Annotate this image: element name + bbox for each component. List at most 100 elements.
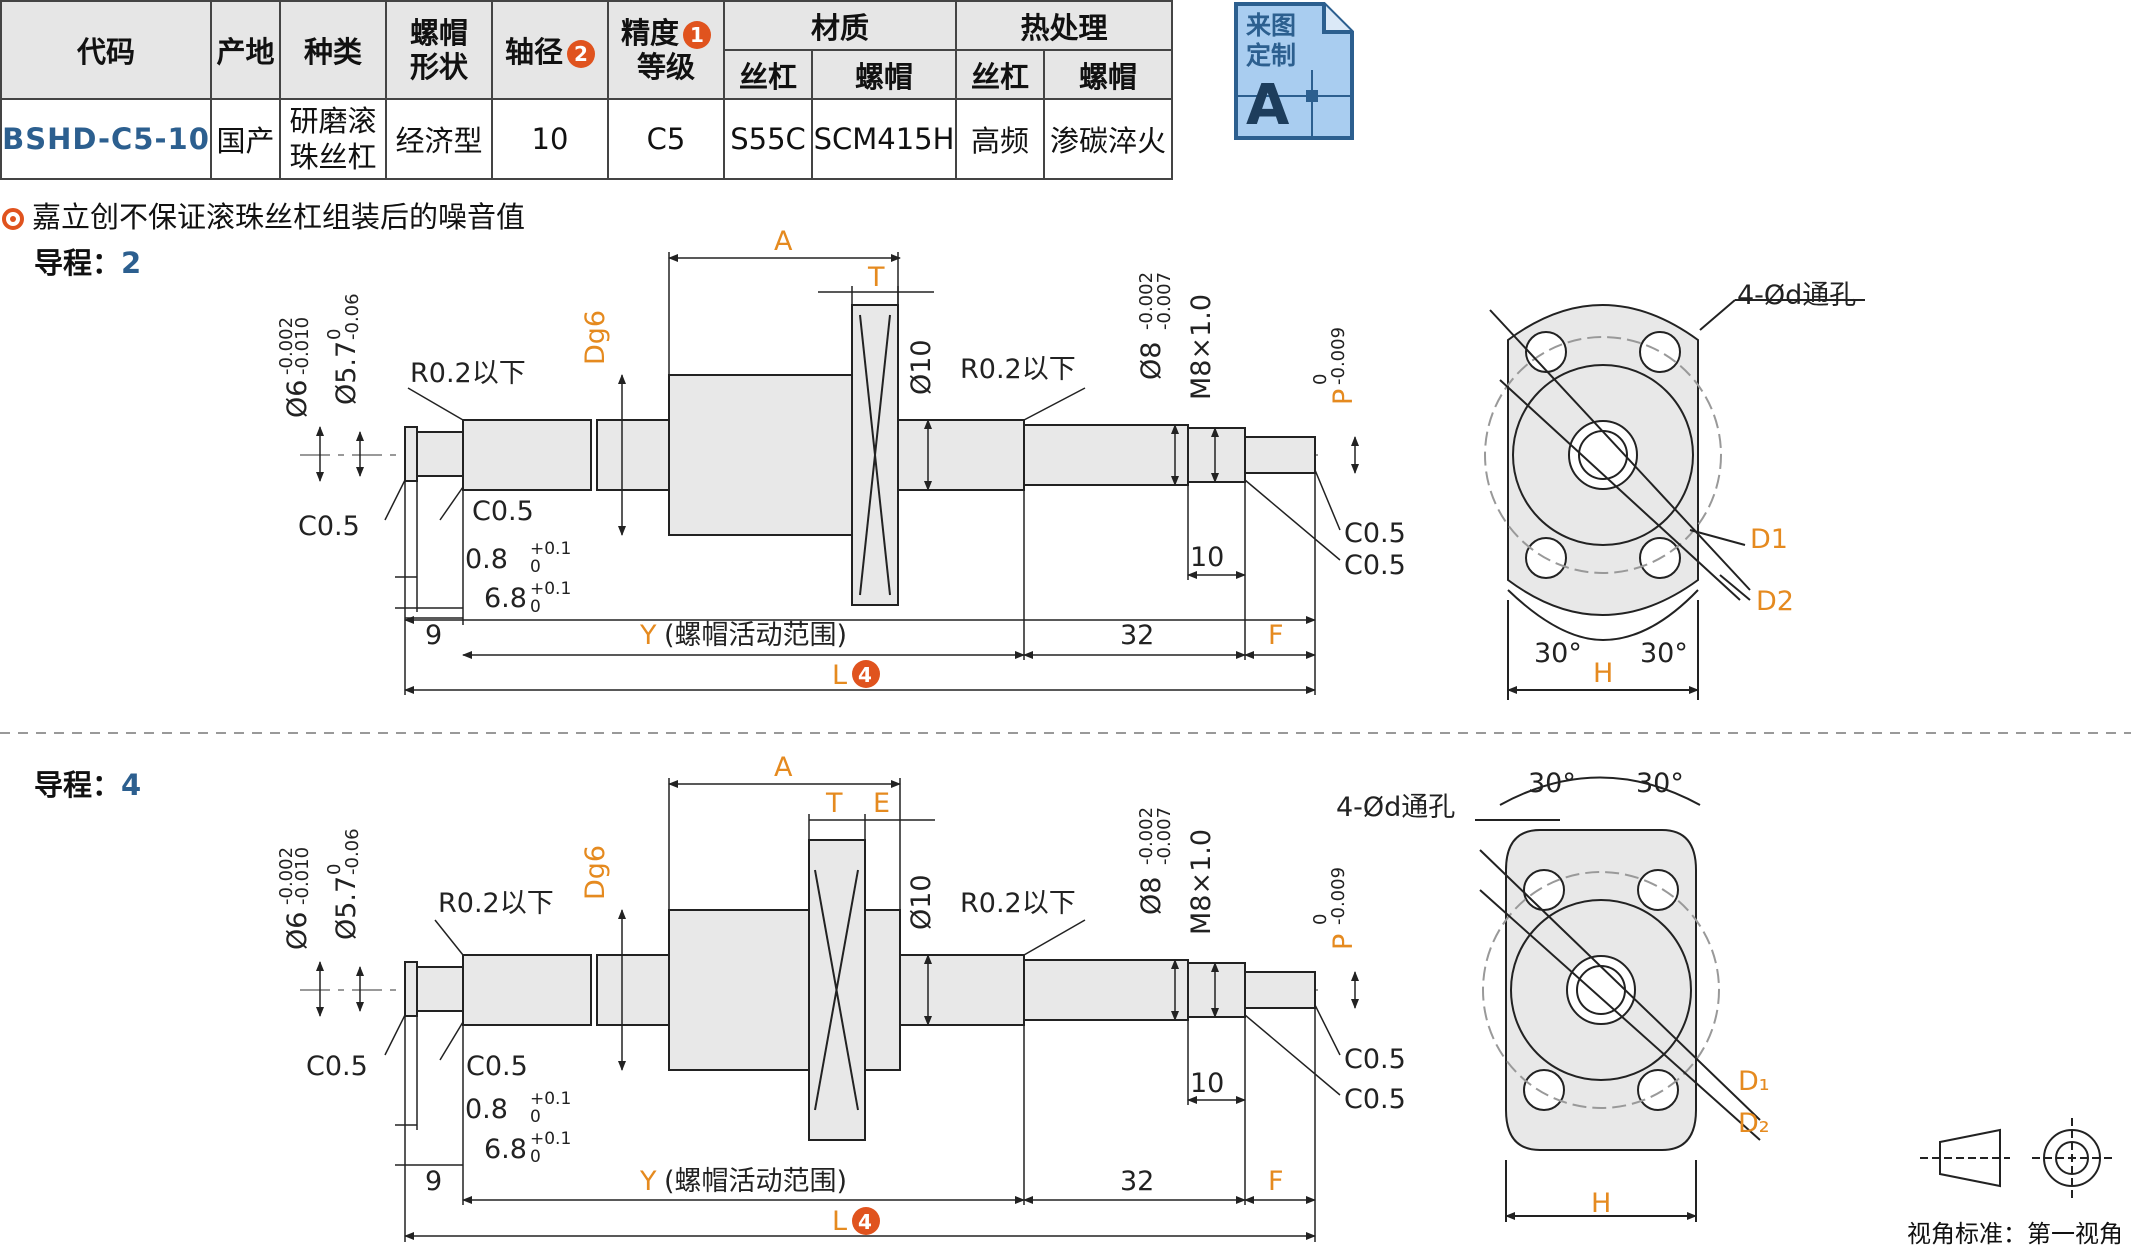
view-standard: 视角标准：第一视角 [1907,1220,2123,1248]
dim-g08: 0.8 [465,544,508,575]
noise-note-text: 嘉立创不保证滚珠丝杠组装后的噪音值 [32,200,526,234]
custom-line2: 定制 [1246,41,1296,70]
dim-c05-left: C0.5 [298,511,360,542]
target-icon [2,208,24,230]
dim-30-right: 30° [1640,638,1688,669]
row-nut-shape: 经济型 [385,98,493,180]
dim-r02-left: R0.2以下 [410,358,526,389]
header-nut-shape-1: 螺帽 [409,16,468,50]
flange-hatch-2 [859,314,891,596]
dim-H-2: H [1591,1188,1611,1219]
header-sub-screw: 丝杠 [723,49,813,100]
row-mat-nut: SCM415H [811,98,957,180]
header-shaft-dia-label: 轴径 [504,35,563,69]
dim-d10: Ø10 [906,339,937,395]
dimension-lines-lead2 [316,252,1359,695]
badge-2-icon: 2 [567,40,595,68]
custom-line1: 来图 [1246,11,1296,40]
dim-r02-left-2: R0.2以下 [438,888,554,919]
badge-4-icon-2 [852,1207,880,1235]
custom-drawing-icon[interactable]: 来图 定制 A [1232,0,1356,142]
badge-4-text: 4 [858,663,872,687]
row-mat-screw: S55C [723,98,813,180]
hole-br [1639,537,1681,579]
dim-g68-tol-lo-2: 0 [530,1147,541,1167]
dimension-labels-lead2: A T Dg6 Ø10 Ø8 -0.002 -0.007 M8×1.0 Ø6 -… [276,226,1406,691]
dim-p-tol-lo-2: -0.009 [1328,867,1349,925]
dim-d57-tol-lo: -0.06 [342,293,363,340]
dim-Y-2: Y [639,1166,657,1197]
row-code: BSHD-C5-10 [0,98,212,180]
dim-D2-2: D₂ [1738,1108,1770,1139]
dim-Dg6-2: Dg6 [580,845,611,900]
lead1-value: 2 [121,246,142,280]
dim-T: T [867,262,885,293]
dim-d8-tol-lo-2: -0.007 [1154,807,1175,865]
dim-g08-tol-lo-2: 0 [530,1107,541,1127]
bore-circle [1568,420,1638,490]
end-view-labels-lead2: 4-Ød通孔 D1 D2 H 30° 30° [1534,280,1856,689]
nut-body [668,374,853,536]
dim-30-right-2: 30° [1636,768,1684,799]
dim-c05-right2-b: C0.5 [1344,1084,1406,1115]
dim-g08-tol-up: +0.1 [530,539,571,559]
header-kind: 种类 [279,0,387,100]
dim-d57-tol-lo-2: -0.06 [342,828,363,875]
row-heat-screw: 高频 [955,98,1045,180]
dim-d57-tol-up: 0 [324,329,345,340]
row-precision: C5 [607,98,725,180]
leader-d1 [1499,379,1741,601]
dim-D1: D1 [1750,524,1788,555]
dim-P: P [1328,389,1359,405]
dim-L: L [832,660,847,691]
dim-d6-tol-up-2: -0.002 [276,847,297,905]
dim-d6-tol-up: -0.002 [276,317,297,375]
badge-1-icon: 1 [683,21,711,49]
dim-g08-tol-lo: 0 [530,557,541,577]
dim-r02-right: R0.2以下 [960,354,1076,385]
header-precision-1: 精度 [620,16,679,50]
dimension-labels-lead4: A T E Dg6 Ø10 Ø8 -0.002 -0.007 M8×1.0 Ø6… [276,752,1406,1237]
dim-Y-text-2: (螺帽活动范围) [664,1166,847,1197]
header-sub-screw2: 丝杠 [955,49,1045,100]
dim-d6: Ø6 [282,380,313,418]
header-precision-2: 等级 [636,50,695,84]
dim-30-left: 30° [1534,638,1582,669]
dim-10: 10 [1190,542,1224,573]
lead2-label: 导程： [34,768,122,802]
projection-symbol-icon [1920,1118,2112,1198]
shaft-segment-mid [897,419,1025,491]
custom-letter: A [1246,73,1290,138]
dim-d57: Ø5.7 [331,341,362,405]
noise-note: 嘉立创不保证滚珠丝杠组装后的噪音值 [2,194,525,236]
dim-d8: Ø8 [1136,342,1167,380]
flange-outline [1507,304,1699,616]
flange-end-view-lead2 [1484,299,1865,700]
shaft-view-lead4 [300,839,1320,1141]
dim-d8-tol-up-2: -0.002 [1136,807,1157,865]
dim-d6-2: Ø6 [282,912,313,950]
shaft-tip [1244,436,1316,474]
dim-d8-tol-up: -0.002 [1136,272,1157,330]
row-kind-2: 珠丝杠 [289,140,377,174]
end-view-labels-lead4: 4-Ød通孔 30° 30° D₁ D₂ H [1336,768,1770,1219]
dim-A-2: A [774,752,793,783]
dim-Y-text: (螺帽活动范围) [664,620,847,651]
shaft-end-step [404,426,418,482]
header-sub-nut: 螺帽 [811,49,957,100]
badge-4-icon [852,660,880,688]
dim-32: 32 [1120,620,1154,651]
dim-p-tol-up-2: 0 [1310,914,1331,925]
hole-tl [1525,331,1567,373]
leader-d [1489,309,1751,591]
header-material: 材质 [723,0,957,51]
flange-end-view-lead4 [1475,776,1761,1222]
shaft-segment-left [462,419,592,491]
header-nut-shape: 螺帽形状 [385,0,493,100]
header-sub-nut2: 螺帽 [1043,49,1173,100]
nut-circle [1512,364,1694,546]
dim-H: H [1593,658,1613,689]
flange-hatch-1 [859,314,891,596]
dim-T-2: T [825,788,843,819]
